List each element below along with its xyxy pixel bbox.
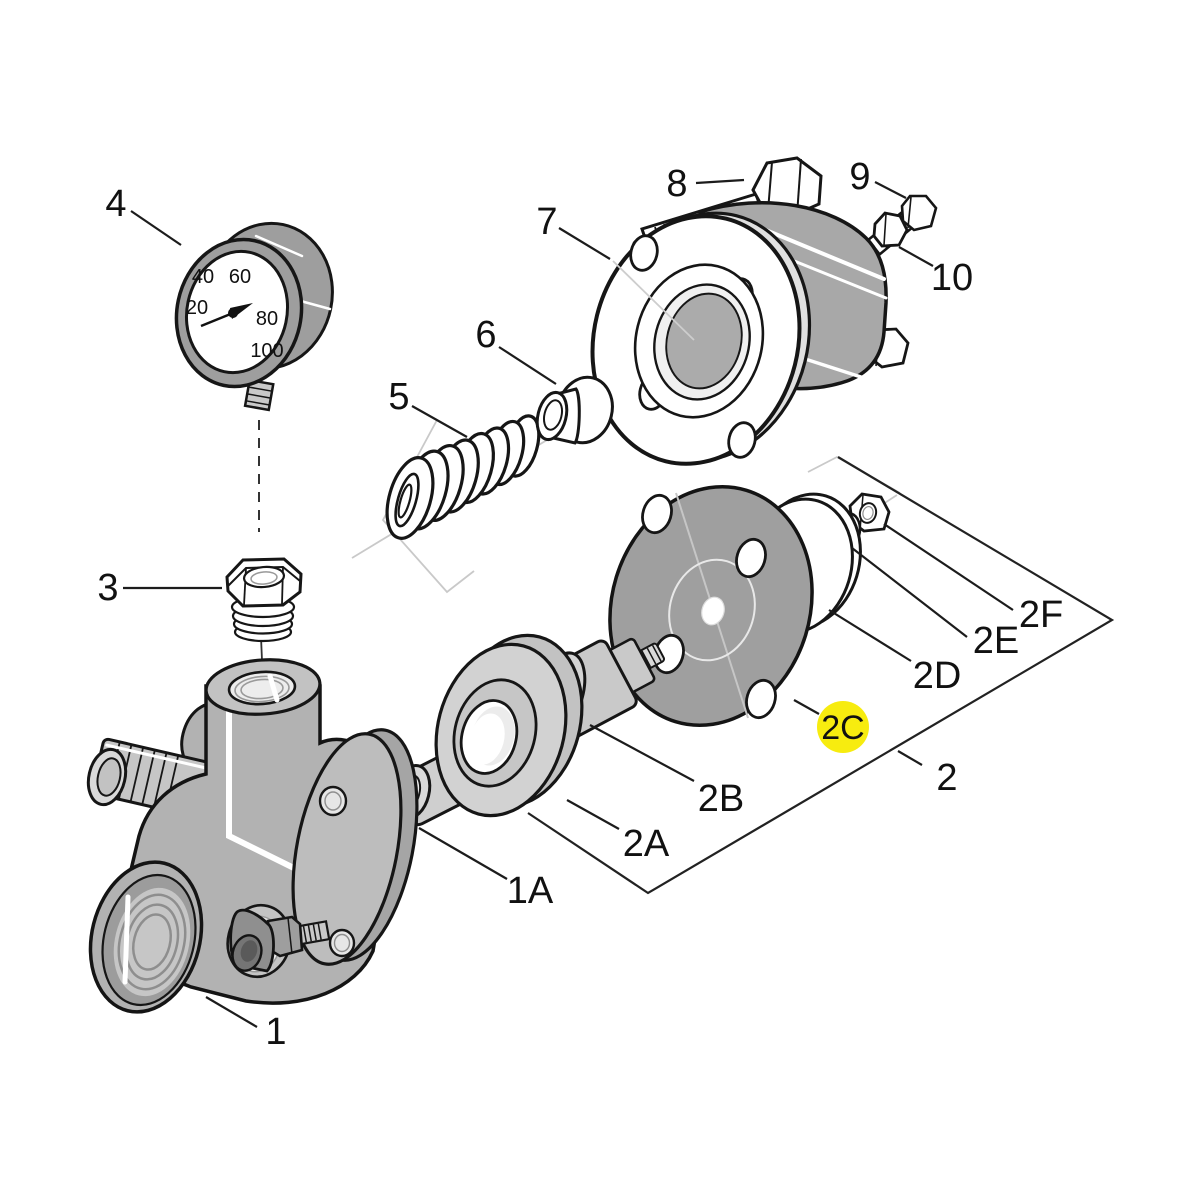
callout-2d: 2D (913, 655, 962, 697)
callout-2f: 2F (1019, 594, 1063, 636)
callout-3: 3 (97, 567, 118, 609)
callout-2e: 2E (973, 620, 1019, 662)
flanged-bushing-2a (434, 633, 584, 818)
valve-front-port (88, 860, 204, 1014)
dial-value-100: 100 (250, 340, 283, 362)
bonnet-housing (590, 201, 888, 466)
hex-bushing (225, 557, 303, 643)
dial-value-80: 80 (256, 308, 278, 330)
leader-lines (123, 178, 1014, 1028)
flange-hole (727, 421, 757, 459)
pressure-gauge: 40 60 20 80 100 (174, 221, 334, 412)
valve-top-port (204, 658, 322, 716)
dial-value-40: 40 (192, 266, 214, 288)
callout-10: 10 (931, 257, 973, 299)
callout-4: 4 (105, 183, 126, 225)
callout-9: 9 (849, 156, 870, 198)
elbow-fitting (226, 903, 331, 979)
callout-2c[interactable]: 2C (821, 709, 864, 747)
valve-flange (291, 728, 419, 966)
callout-6: 6 (475, 314, 496, 356)
callout-8: 8 (666, 163, 687, 205)
elbow-stud (297, 920, 331, 946)
callout-2b: 2B (698, 778, 744, 820)
flange-hole (629, 234, 659, 272)
callout-7: 7 (536, 201, 557, 243)
callout-2: 2 (936, 757, 957, 799)
callout-2a: 2A (623, 823, 670, 865)
callout-5: 5 (388, 376, 409, 418)
dial-value-60: 60 (229, 266, 251, 288)
callout-1a: 1A (507, 870, 554, 912)
diaphragm-2c (608, 484, 814, 728)
nut-10 (872, 211, 909, 248)
valve-body (86, 658, 419, 1014)
group-2-bracket (527, 456, 1115, 895)
gauge-needle (200, 303, 253, 328)
button-cap (535, 375, 614, 445)
spring (385, 414, 541, 540)
dial-value-20: 20 (186, 297, 208, 319)
gauge-stem (243, 378, 275, 412)
highlight-circle-2c[interactable] (817, 701, 869, 753)
callout-1: 1 (265, 1011, 286, 1053)
